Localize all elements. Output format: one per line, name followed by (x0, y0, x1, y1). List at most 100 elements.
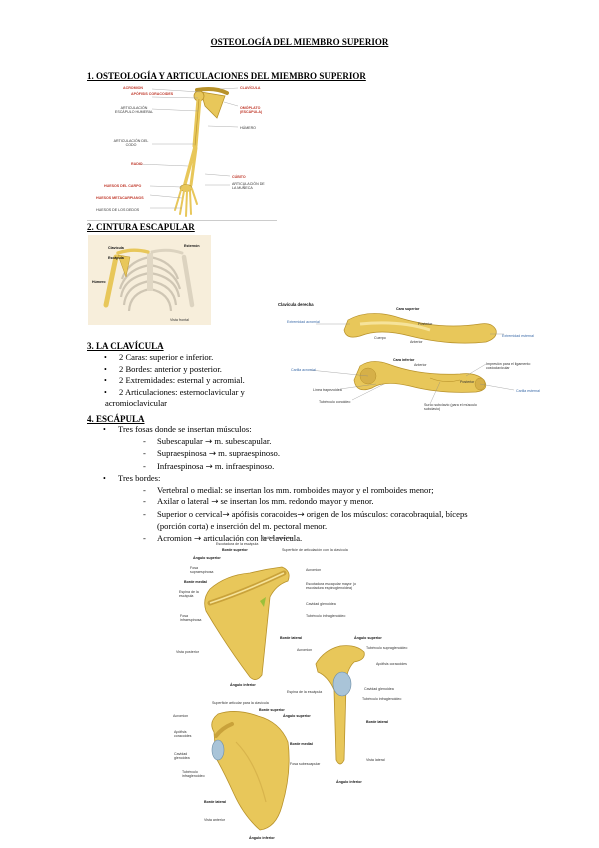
sub-item: -Subescapular → m. subescapular. (143, 435, 272, 447)
scapula-label: Borde superior (259, 708, 285, 712)
arm-label: OMÓPLATO (ESCÁPULA) (240, 106, 263, 115)
list-item: •2 Caras: superior e inferior. (104, 352, 214, 362)
arm-label: ARTICULACIÓN ESCÁPULO HUMERAL (114, 106, 154, 115)
scapula-label: Acromion (297, 648, 313, 652)
clavicle-figure (309, 313, 515, 405)
shoulder-girdle-figure (88, 235, 211, 325)
clavicle-label: Línea trapezoidea (313, 388, 342, 392)
scapula-label: Ángulo inferior (230, 683, 256, 687)
scapula-label: Apófisis coracoides (262, 536, 293, 540)
arm-skeleton-figure (174, 87, 229, 217)
scapula-label: Cavidad glenoidea (306, 602, 336, 606)
arrow-right-icon: → (211, 497, 219, 507)
scapula-label: Borde lateral (204, 800, 226, 804)
scapula-label: Espina de la escápula (287, 690, 323, 694)
girdle-label: Húmero (92, 280, 106, 284)
figure-divider (87, 220, 277, 221)
scapula-label: Ángulo superior (193, 556, 221, 560)
scapula-label: Vista posterior (176, 650, 199, 654)
sub-item: -Superior o cervical→ apófisis coracoide… (143, 508, 468, 520)
bullet: • (104, 364, 107, 374)
scapula-label: Superficie de articulación con la clavíc… (282, 548, 348, 552)
scapula-label: Acromion (306, 568, 322, 572)
scapula-label: Apófisis coracoides (174, 730, 192, 739)
scapula-label: Borde medial (290, 742, 313, 746)
sub-item: -Acromion → articulación con la clavícul… (143, 532, 303, 544)
arm-label: CÚBITO (232, 175, 246, 179)
arrow-right-icon: → (222, 509, 230, 520)
scapula-lateral-figure (315, 645, 365, 765)
section-3-heading: 3. LA CLAVÍCULA (87, 341, 164, 351)
scapula-label: Tubérculo supraglenoideo (366, 646, 408, 650)
scapula-label: Vista anterior (204, 818, 226, 822)
scapula-anterior-figure (211, 711, 290, 831)
scapula-label: Cavidad glenoidea (174, 752, 190, 761)
arm-label: ARTICULACIÓN DEL CODO (113, 139, 149, 148)
scapula-label: Borde medial (184, 580, 207, 584)
scapula-label: Tubérculo infraglenoideo (362, 697, 402, 701)
arrow-right-icon: → (297, 509, 305, 520)
scapula-label: Borde lateral (366, 720, 388, 724)
clavicle-label: Anterior (410, 340, 423, 344)
arm-label: HUESOS DE LOS DEDOS (96, 208, 140, 212)
scapula-label: Espina de la escápula (179, 590, 199, 599)
arrow-right-icon: → (205, 461, 213, 472)
scapula-label: Escotadura de la escápula (216, 542, 259, 546)
section-4-heading: 4. ESCÁPULA (87, 414, 145, 424)
scapula-label: Ángulo inferior (249, 836, 275, 840)
bullet: • (103, 474, 106, 483)
scapula-label: Vista lateral (366, 758, 385, 762)
bullet: • (103, 425, 106, 434)
list-item: •Tres bordes: (103, 473, 161, 483)
sub-item: -Infraespinosa → m. infraespinoso. (143, 460, 275, 472)
scapula-label: Fosa subescapular (290, 762, 321, 766)
girdle-label: Vista frontal (170, 318, 189, 322)
arm-leader-lines (137, 87, 239, 209)
scapula-label: Cavidad glenoidea (364, 687, 394, 691)
clavicle-label: Anterior (414, 363, 427, 367)
scapula-label: Ángulo superior (283, 714, 311, 718)
scapula-label: Apófisis coracoides (376, 662, 407, 666)
bullet: • (104, 353, 107, 362)
scapula-list: •Tres fosas donde se insertan músculos: … (87, 424, 507, 545)
clavicle-label: Extremidad esternal (502, 334, 534, 338)
girdle-label: Clavícula (108, 246, 124, 250)
sub-item: -Supraespinosa → m. supraespinoso. (143, 448, 280, 459)
clavicle-label: Tubérculo conoideo (319, 400, 351, 404)
list-item: •2 Extremidades: esternal y acromial. (104, 375, 245, 385)
scapula-label: Escotadura escapular mayor (o escotadura… (306, 582, 356, 591)
clavicle-label: Surco subclavio (para el músculo subclav… (424, 403, 477, 412)
scapula-label: Ángulo superior (354, 636, 382, 640)
scapula-label: Borde lateral (280, 636, 302, 640)
scapula-label: Borde superior (222, 548, 248, 552)
arm-label: ACROMION (123, 86, 143, 90)
list-item: •2 Bordes: anterior y posterior. (104, 363, 222, 374)
section-1-heading: 1. OSTEOLOGÍA Y ARTICULACIONES DEL MIEMB… (87, 71, 366, 81)
clavicle-label: Posterior (460, 380, 475, 384)
scapula-label: Tubérculo infraglenoideo (306, 614, 346, 618)
clavicle-label: Carilla esternal (516, 389, 540, 393)
clavicle-label: Extremidad acromial (287, 320, 320, 324)
sub-item: -Axilar o lateral → se insertan los mm. … (143, 496, 374, 507)
clavicle-label: Posterior (418, 322, 433, 326)
clavicle-figure-title: Clavícula derecha (278, 302, 314, 307)
arrow-right-icon: → (204, 436, 213, 447)
clavicle-label: Cara inferior (393, 358, 415, 362)
arm-label: ARTICULACIÓN DE LA MUÑECA (232, 182, 265, 191)
bullet: • (104, 387, 107, 397)
scapula-label: Ángulo inferior (336, 780, 362, 784)
arm-label: CLAVÍCULA (240, 86, 261, 90)
clavicle-label: Carilla acromial (291, 368, 316, 372)
arm-label: APÓFISIS CORACOIDES (131, 92, 174, 96)
section-2-heading: 2. CINTURA ESCAPULAR (87, 222, 195, 232)
bullet: • (104, 376, 107, 385)
girdle-label: Esternón (184, 244, 200, 248)
clavicle-label: Cara superior (396, 307, 420, 311)
sub-item: -Vertebral o medial: se insertan los mm.… (143, 484, 434, 495)
scapula-label: Tubérculo infraglenoideo (182, 770, 205, 779)
arm-label: HÚMERO (240, 126, 256, 130)
girdle-label: Escápula (108, 256, 124, 260)
arm-label: HUESOS DEL CARPO (104, 184, 142, 188)
list-item: •Tres fosas donde se insertan músculos: (103, 424, 252, 434)
scapula-label: Acromion (173, 714, 189, 718)
